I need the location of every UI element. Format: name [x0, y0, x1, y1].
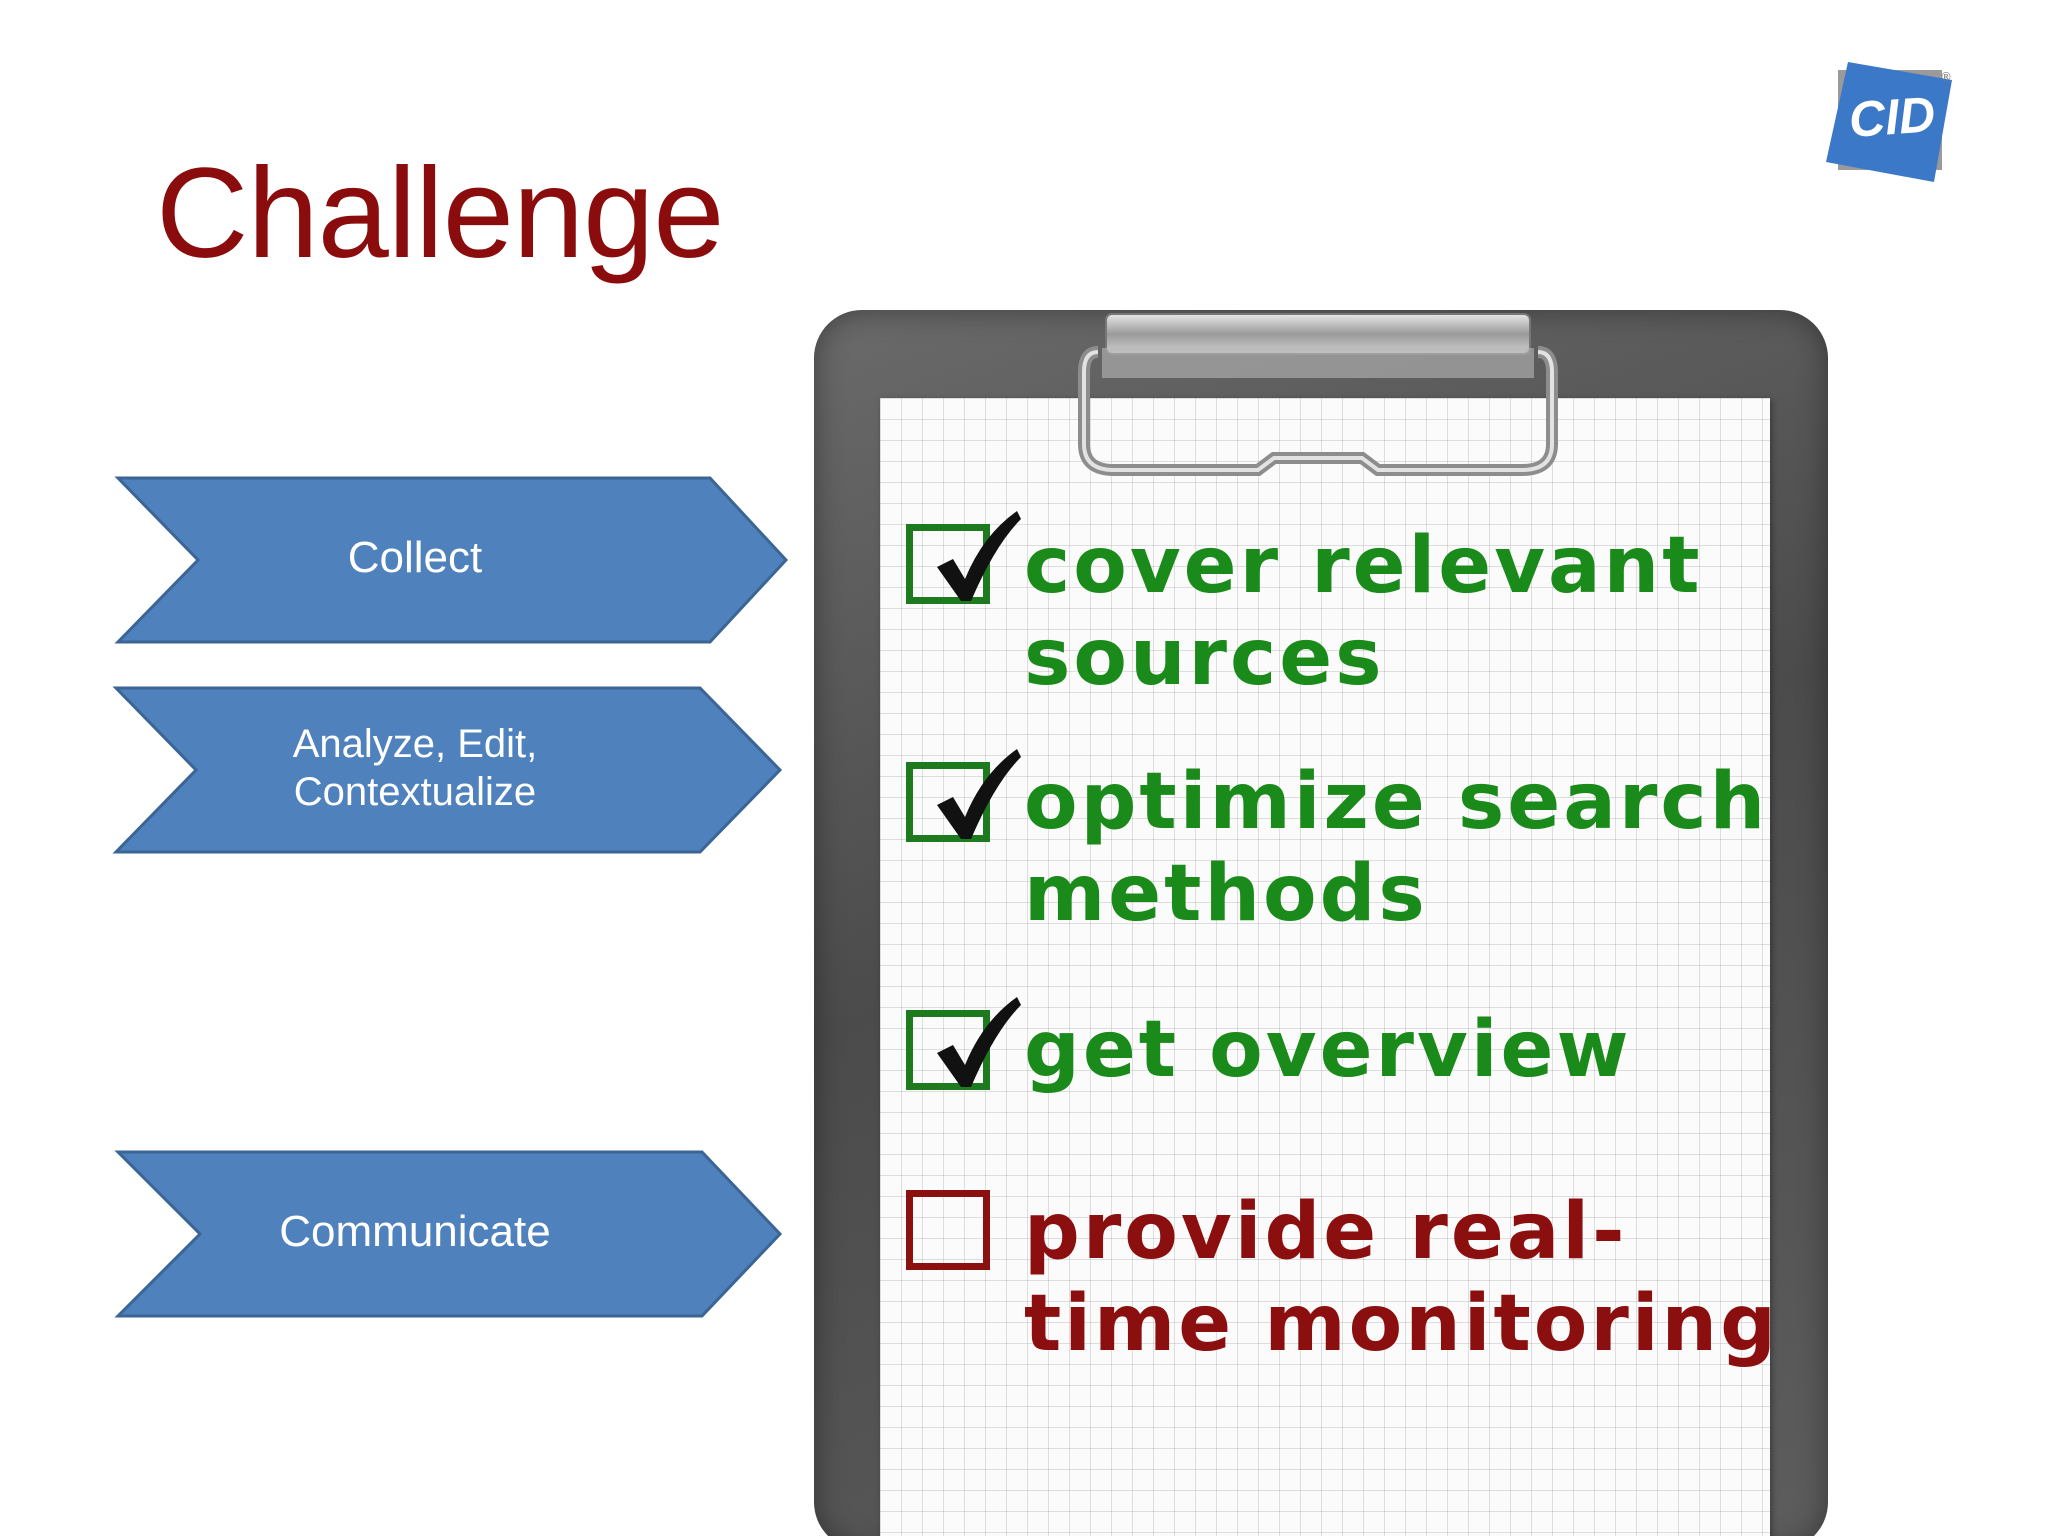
grid-paper	[880, 398, 1770, 1536]
checkbox-optimize-search[interactable]	[906, 749, 1021, 842]
cid-logo	[1826, 62, 1952, 182]
checklist-item-text: get overview	[1024, 1005, 1632, 1095]
registered-mark: ®	[1940, 70, 1952, 84]
arrow-communicate: Communicate	[110, 1148, 800, 1328]
arrow-label-analyze: Analyze, Edit, Contextualize	[292, 722, 538, 814]
checkmark-icon	[937, 997, 1021, 1087]
checklist-item-text: provide real- time monitoring	[1024, 1187, 1779, 1369]
arrow-label-collect: Collect	[347, 532, 483, 582]
checklist-item-text: optimize search methods	[1024, 757, 1769, 939]
clipboard-clip	[1078, 313, 1558, 476]
arrow-collect: Collect	[110, 474, 800, 654]
chevron-arrow-shape	[112, 686, 783, 854]
chevron-arrow-shape	[114, 476, 789, 644]
checkbox-real-time-monitoring[interactable]	[906, 1190, 990, 1270]
checklist-item-text: cover relevant sources	[1024, 521, 1703, 703]
arrow-label-communicate: Communicate	[279, 1206, 551, 1256]
logo-text: CID	[1847, 86, 1937, 148]
arrow-analyze: Analyze, Edit, Contextualize	[110, 684, 800, 864]
slide-title: Challenge	[156, 142, 724, 285]
checkmark-icon	[937, 749, 1021, 839]
checkbox-get-overview[interactable]	[906, 997, 1021, 1090]
chevron-arrow-shape	[114, 1150, 783, 1318]
checkmark-icon	[937, 511, 1021, 601]
checkbox-cover-sources[interactable]	[906, 511, 1021, 604]
